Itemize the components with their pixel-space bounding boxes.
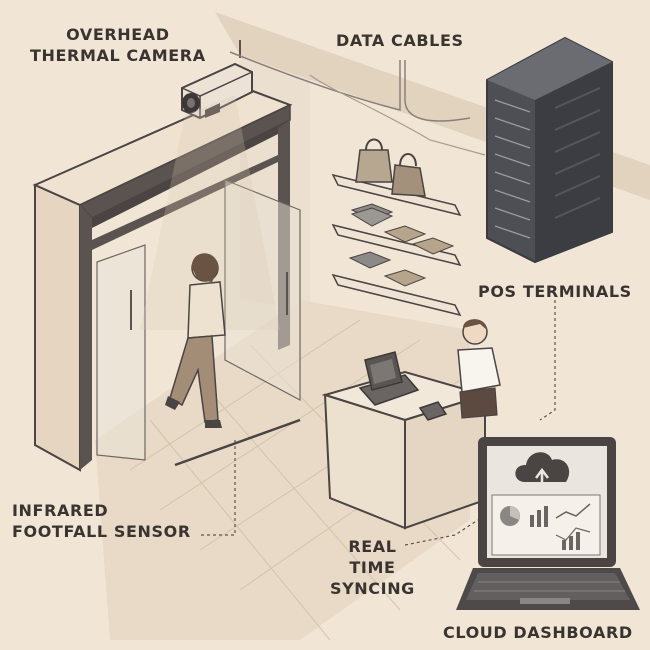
label-line: THERMAL CAMERA: [30, 46, 206, 65]
label-line: SYNCING: [330, 579, 415, 598]
label-pos-terminals: POS TERMINALS: [478, 282, 632, 301]
cashier-figure: [457, 319, 501, 419]
sliding-glass-doors: [96, 179, 301, 461]
label-overhead-thermal-camera: OVERHEAD THERMAL CAMERA: [30, 24, 206, 66]
data-cable-line: [229, 51, 401, 111]
data-cable-to-server: [404, 60, 471, 122]
camera-field-of-view: [140, 95, 280, 330]
folded-items: [348, 203, 455, 287]
label-line: INFRARED: [12, 501, 109, 520]
checkout-counter: [321, 370, 489, 530]
leader-lines: [200, 300, 556, 546]
label-line: OVERHEAD: [66, 25, 170, 44]
shopper-figure: [165, 253, 226, 428]
label-data-cables: DATA CABLES: [336, 31, 464, 50]
label-line: TIME: [349, 558, 396, 577]
label-cloud-dashboard: CLOUD DASHBOARD: [443, 623, 633, 642]
label-line: FOOTFALL SENSOR: [12, 522, 191, 541]
server-rack-icon: [486, 36, 613, 264]
handbag-icon: [355, 138, 426, 197]
thermal-camera-icon: [181, 62, 253, 120]
label-infrared-footfall-sensor: INFRARED FOOTFALL SENSOR: [12, 500, 191, 542]
cloud-upload-icon: [515, 452, 570, 488]
dashboard-charts: [491, 494, 601, 556]
pos-terminal-icon: [358, 351, 448, 421]
label-real-time-syncing: REAL TIME SYNCING: [330, 536, 415, 599]
infrared-sensor-strip: [174, 418, 301, 467]
label-line: REAL: [348, 537, 397, 556]
